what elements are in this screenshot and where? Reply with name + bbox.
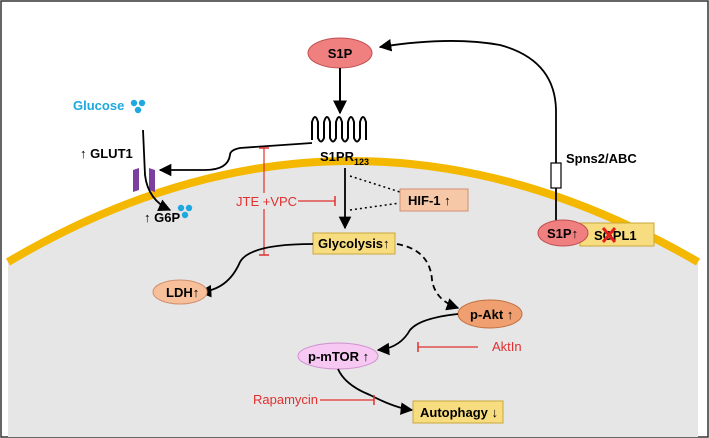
pakt-label: p-Akt ↑ — [470, 307, 513, 322]
glycolysis-to-akt-arrow — [396, 243, 460, 311]
sgpl1-knockout-x-icon — [601, 227, 617, 243]
jte-vpc-label: JTE +VPC — [236, 194, 297, 209]
s1p-right-node — [537, 219, 589, 247]
s1pr-receptor-icon — [311, 116, 367, 143]
akt-to-mtor-arrow — [376, 313, 459, 356]
glut1-transporter-icon — [133, 168, 155, 192]
cell-interior — [8, 161, 698, 437]
glucose-entry-arrow — [142, 129, 172, 212]
ldh-label: LDH↑ — [166, 285, 199, 300]
hif1-label: HIF-1 ↑ — [408, 193, 451, 208]
rapamycin-label: Rapamycin — [253, 392, 318, 407]
autophagy-box — [412, 400, 504, 424]
spns2-label: Spns2/ABC — [566, 151, 637, 166]
aktin-label: AktIn — [492, 339, 522, 354]
hif1-box — [399, 188, 469, 212]
glut1-label: ↑ GLUT1 — [80, 146, 133, 161]
s1p-right-label: S1P↑ — [547, 226, 578, 241]
receptor-to-glut1-arrow — [158, 142, 313, 177]
glucose-label: Glucose — [73, 98, 124, 113]
s1p-top-label: S1P — [328, 46, 353, 61]
g6p-dots-icon — [177, 204, 193, 219]
pmtor-label: p-mTOR ↑ — [308, 349, 369, 364]
hif1-dotted-top — [349, 175, 401, 193]
mtor-to-autophagy-arrow — [337, 368, 414, 415]
cell-membrane — [5, 157, 701, 266]
autophagy-label: Autophagy ↓ — [420, 405, 498, 420]
glycolysis-label: Glycolysis↑ — [318, 236, 390, 251]
glucose-dots-icon — [130, 99, 146, 114]
s1p-export-arrow — [378, 39, 557, 222]
ldh-node — [152, 279, 208, 305]
hif1-dotted-bottom — [349, 202, 401, 211]
g6p-label: ↑ G6P — [144, 210, 180, 225]
glycolysis-to-ldh-arrow — [198, 243, 314, 298]
spns2-transporter-icon — [550, 162, 562, 189]
s1pr-label: S1PR123 — [320, 149, 369, 167]
